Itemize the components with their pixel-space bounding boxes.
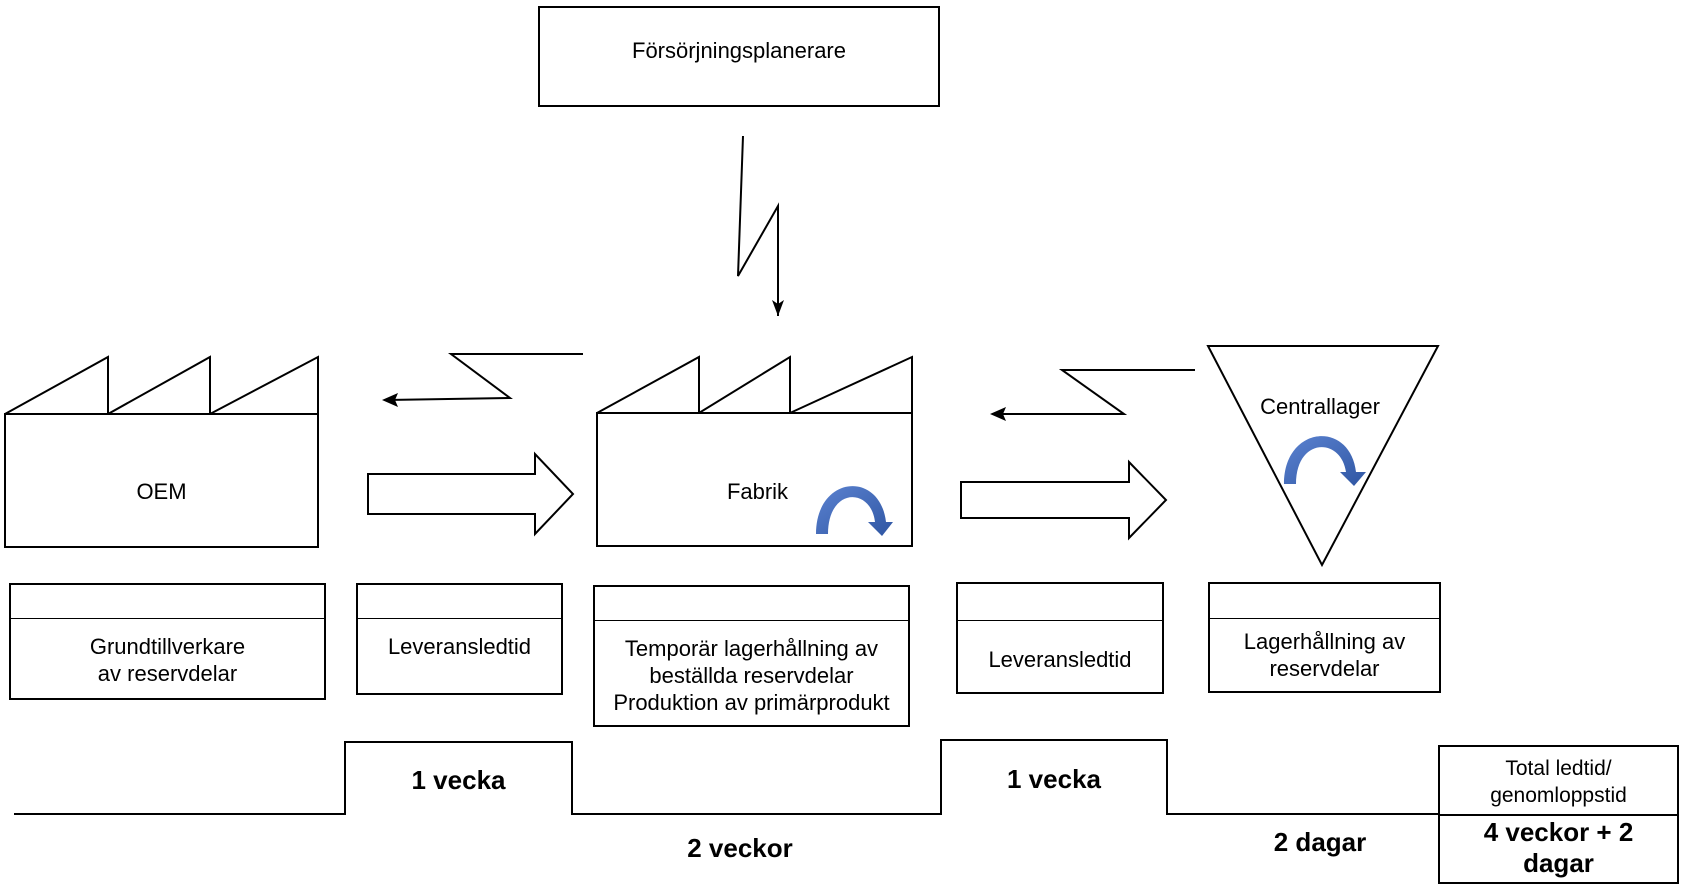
timeline-segment-2: 2 veckor — [687, 833, 793, 863]
info-flow-warehouse-to-factory — [995, 369, 1195, 415]
data-box-line: Grundtillverkare — [89, 634, 246, 659]
oem-label: OEM — [136, 479, 187, 504]
timeline-line — [14, 739, 1440, 815]
data-box-oem: Grundtillverkare av reservdelar — [9, 583, 326, 700]
info-flow-factory-to-oem — [386, 353, 583, 401]
data-box-delivery-1: Leveransledtid — [356, 583, 563, 695]
data-box-line: Temporär lagerhållning av — [624, 636, 879, 661]
data-box-line: Lagerhållning av — [1243, 629, 1406, 654]
data-box-line: av reservdelar — [97, 661, 238, 686]
factory-label: Fabrik — [726, 479, 789, 504]
data-box-line: reservdelar — [1269, 656, 1380, 681]
push-arrow-factory-to-warehouse — [960, 459, 1168, 541]
total-header-line: genomloppstid — [1490, 784, 1627, 807]
info-flow-planner-to-factory — [737, 135, 779, 316]
data-box-factory: Temporär lagerhållning av beställda rese… — [593, 585, 910, 727]
data-box-line: Leveransledtid — [387, 634, 532, 659]
warehouse-label: Centrallager — [1260, 394, 1380, 419]
curved-arrow-icon — [1284, 436, 1366, 486]
total-value-line: 4 veckor + 2 — [1483, 817, 1634, 847]
curved-arrow-icon — [816, 486, 893, 536]
total-header-line: Total ledtid/ — [1505, 757, 1612, 780]
arrowhead-icon — [772, 300, 784, 316]
data-box-line: Leveransledtid — [988, 647, 1132, 672]
data-box-delivery-2: Leveransledtid — [956, 582, 1164, 694]
timeline-segment-3: 1 vecka — [1007, 764, 1101, 794]
timeline-segment-1: 1 vecka — [411, 765, 506, 795]
arrowhead-icon — [382, 393, 398, 407]
data-box-line: beställda reservdelar — [649, 663, 854, 688]
oem-factory-icon — [4, 355, 319, 548]
push-arrow-oem-to-factory — [367, 451, 575, 537]
data-box-warehouse: Lagerhållning av reservdelar — [1208, 582, 1441, 693]
planner-label: Försörjningsplanerare — [632, 38, 846, 63]
arrowhead-icon — [990, 407, 1006, 421]
total-lead-time-box: Total ledtid/ genomloppstid 4 veckor + 2… — [1438, 745, 1679, 884]
planner-box — [538, 6, 940, 107]
total-value-line: dagar — [1523, 848, 1594, 878]
fabrik-factory-icon — [596, 355, 913, 547]
data-box-line: Produktion av primärprodukt — [613, 690, 890, 715]
timeline-segment-4: 2 dagar — [1273, 827, 1367, 857]
warehouse-inventory-icon — [1206, 345, 1440, 568]
